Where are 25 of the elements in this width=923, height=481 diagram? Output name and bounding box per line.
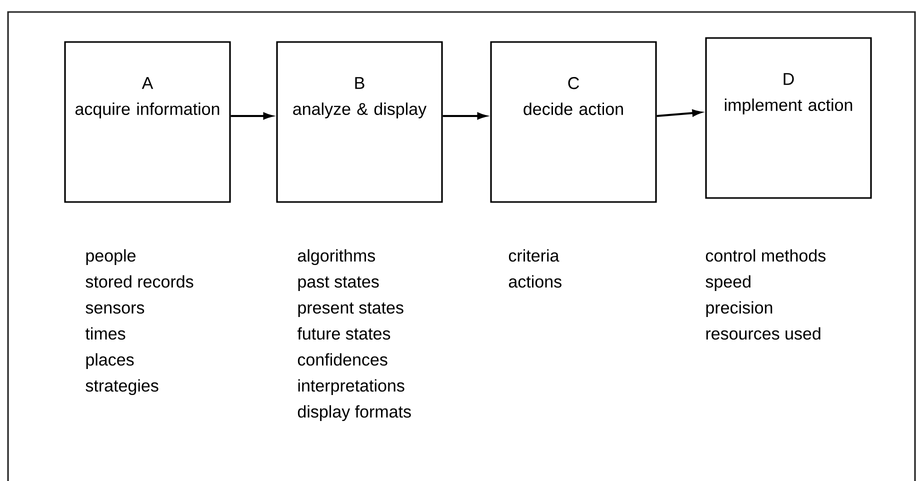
node-label: confidences [298,353,388,366]
node-label: resources used [706,327,820,340]
item-list: people stored records sensors times places strategies [85,249,194,396]
node-label: present states [298,302,404,318]
item-list: control methods speed precision resources used [706,249,826,340]
node-label: stored records [86,275,194,288]
node-label: control methods [706,249,826,262]
node-label: strategies [86,379,158,396]
process-box: A acquire information [64,41,231,203]
node-label: people [86,249,136,266]
node-label: past states [298,276,379,292]
process-box: B analyze & display [276,41,443,203]
node-label: precision [706,301,772,318]
node-label: places [86,353,134,370]
node-label: sensors [86,304,144,314]
item-list: criteria actions [508,249,562,288]
process-box: C decide action [490,41,657,203]
node-label: algorithms [298,249,375,266]
node-label: display formats [298,405,411,422]
node-label: future states [297,327,390,340]
node-label: speed [706,275,750,292]
node-label: times [85,327,126,340]
process-box: D implement action [705,37,872,199]
item-list: algorithms past states present states future states confidences interpretations display formats [297,249,411,422]
node-label: interpretations [298,379,404,396]
